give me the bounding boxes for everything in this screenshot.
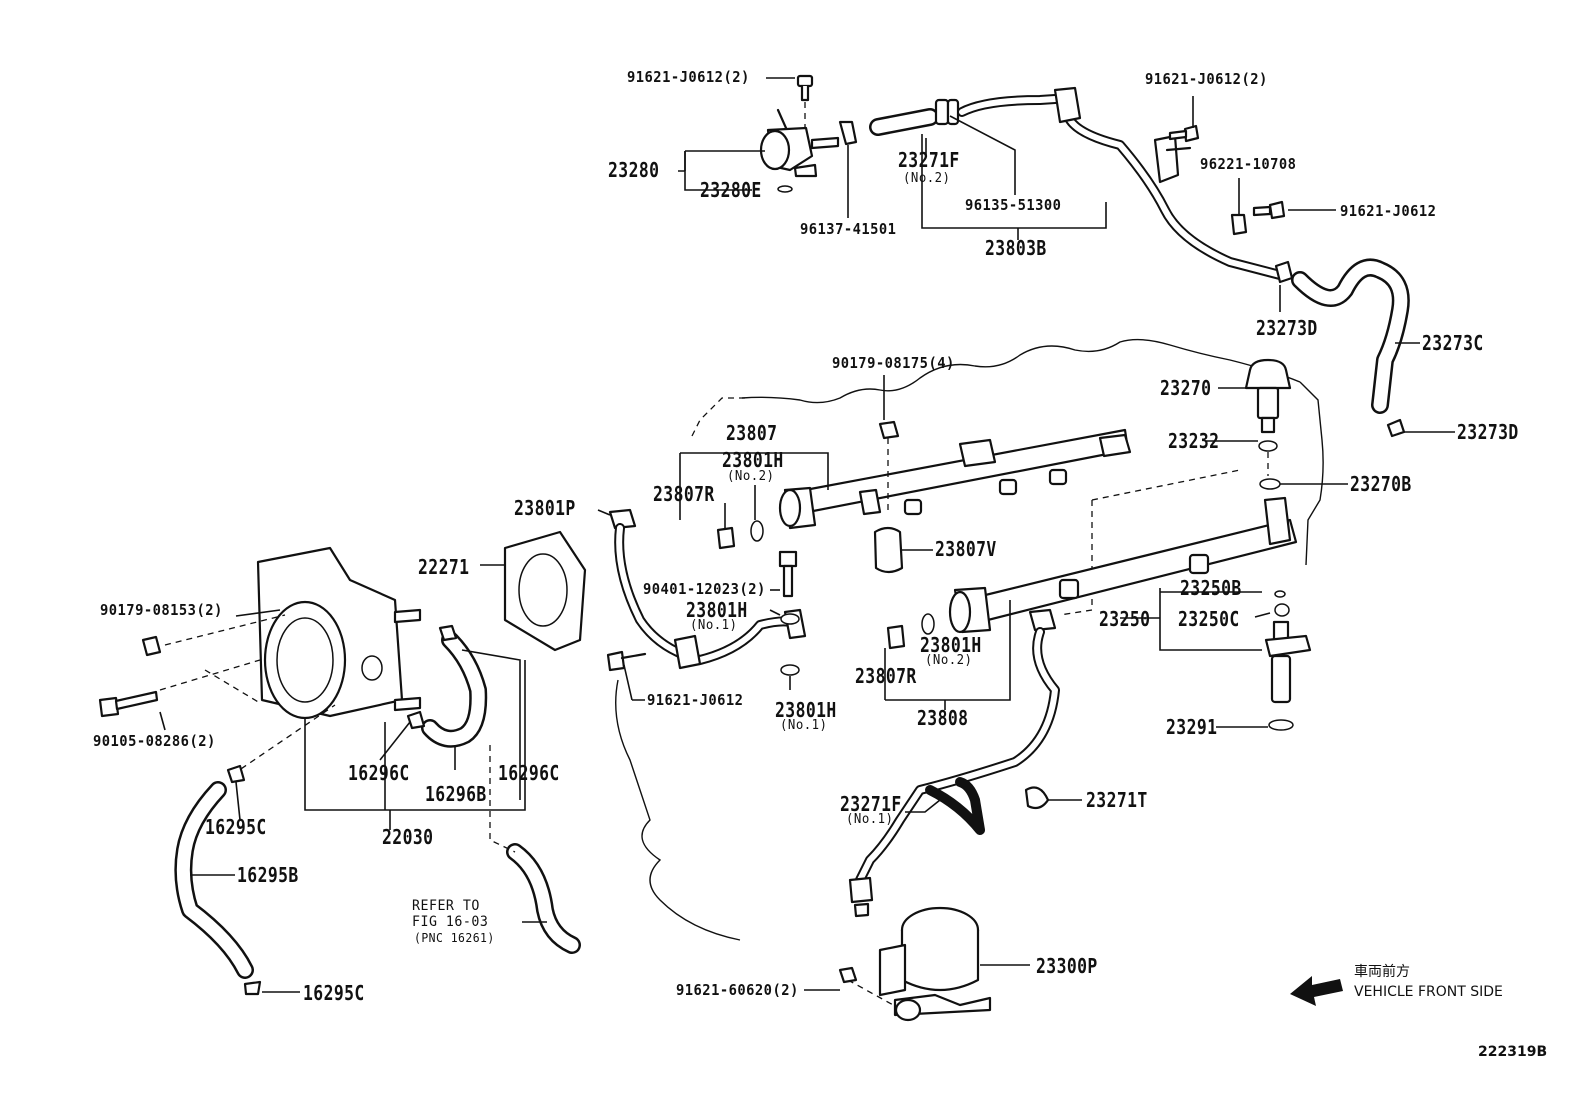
label-23271f-no1-sub: (No.1) (846, 812, 894, 827)
front-indicator-en: VEHICLE FRONT SIDE (1354, 984, 1503, 1000)
label-16295c-upper: 16295C (205, 815, 267, 839)
label-23270: 23270 (1160, 376, 1212, 400)
label-91621-j0612-middle: 91621-J0612 (647, 691, 744, 709)
label-96221-10708: 96221-10708 (1200, 155, 1297, 173)
label-23807: 23807 (726, 421, 778, 445)
label-91621-j0612-2-top-right: 91621-J0612(2) (1145, 70, 1268, 88)
label-96137-41501: 96137-41501 (800, 220, 897, 238)
label-23250c: 23250C (1178, 607, 1240, 631)
label-23270b: 23270B (1350, 472, 1412, 496)
label-23801h-no1-upper-sub: (No.1) (690, 618, 738, 633)
label-16296b: 16296B (425, 782, 487, 806)
label-22030: 22030 (382, 825, 434, 849)
label-23280: 23280 (608, 158, 660, 182)
label-23271f-no2: 23271F (898, 148, 960, 172)
label-91621-j0612-right: 91621-J0612 (1340, 202, 1437, 220)
label-23273c: 23273C (1422, 331, 1484, 355)
label-16296c-right: 16296C (498, 761, 560, 785)
figure-ref-code: 222319B (1478, 1044, 1548, 1060)
label-23250b: 23250B (1180, 576, 1242, 600)
label-23808: 23808 (917, 706, 969, 730)
label-23273d-upper: 23273D (1256, 316, 1318, 340)
label-23271t: 23271T (1086, 788, 1148, 812)
front-indicator-jp: 車両前方 (1354, 964, 1410, 980)
label-22271: 22271 (418, 555, 470, 579)
label-23807v: 23807V (935, 537, 997, 561)
label-90179-08153-2: 90179-08153(2) (100, 601, 223, 619)
label-23801p: 23801P (514, 496, 576, 520)
label-23300p: 23300P (1036, 954, 1098, 978)
label-90179-08175-4: 90179-08175(4) (832, 354, 955, 372)
label-23271f-no2-sub: (No.2) (903, 171, 951, 186)
label-23280e: 23280E (700, 178, 762, 202)
label-16295c-lower: 16295C (303, 981, 365, 1005)
label-16296c-left: 16296C (348, 761, 410, 785)
label-23807r-upper: 23807R (653, 482, 715, 506)
label-90105-08286-2: 90105-08286(2) (93, 732, 216, 750)
label-23801h-no2-upper: 23801H (722, 448, 784, 472)
label-23271f-no1: 23271F (840, 792, 902, 816)
label-91621-60620-2: 91621-60620(2) (676, 981, 799, 999)
label-96135-51300: 96135-51300 (965, 196, 1062, 214)
label-23250: 23250 (1099, 607, 1151, 631)
refer-note-line-1: REFER TO (412, 898, 480, 914)
label-23801h-no1-upper: 23801H (686, 598, 748, 622)
label-23801h-no1-lower-sub: (No.1) (780, 718, 828, 733)
label-23232: 23232 (1168, 429, 1220, 453)
label-23801h-no2-lower-sub: (No.2) (925, 653, 973, 668)
label-23801h-no1-lower: 23801H (775, 698, 837, 722)
label-23803b: 23803B (985, 236, 1047, 260)
arrow-left-icon (1290, 976, 1343, 1006)
label-91621-j0612-2-top-left: 91621-J0612(2) (627, 68, 750, 86)
label-23807r-lower: 23807R (855, 664, 917, 688)
label-23291: 23291 (1166, 715, 1218, 739)
label-23801h-no2-lower: 23801H (920, 633, 982, 657)
label-23273d-lower: 23273D (1457, 420, 1519, 444)
label-16295b: 16295B (237, 863, 299, 887)
label-90401-12023-2: 90401-12023(2) (643, 580, 766, 598)
label-23801h-no2-upper-sub: (No.2) (727, 469, 775, 484)
refer-note-line-2: FIG 16-03 (412, 914, 489, 930)
refer-note-line-3: (PNC 16261) (414, 931, 495, 945)
